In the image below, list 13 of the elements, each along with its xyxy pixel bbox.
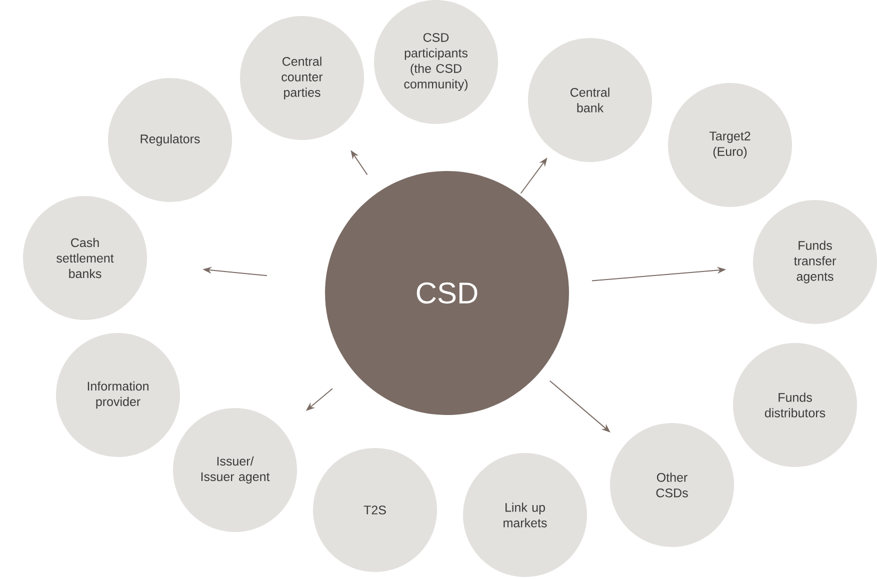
circle-node: Cash settlement banks: [23, 196, 147, 320]
circle-node: CSD participants (the CSD community): [374, 0, 498, 124]
circle-node: Regulators: [108, 78, 232, 202]
circle-node: Other CSDs: [610, 423, 734, 547]
circle-node: Target2 (Euro): [668, 83, 792, 207]
circle-node: Link up markets: [463, 453, 587, 577]
circle-node: Issuer/ Issuer agent: [173, 408, 297, 532]
circle-node: Funds transfer agents: [753, 200, 877, 324]
circle-node: Central counter parties: [240, 16, 364, 140]
circle-node: Information provider: [56, 333, 180, 457]
circle-node: T2S: [313, 448, 437, 572]
circle-node: Central bank: [528, 38, 652, 162]
circle-node: Funds distributors: [733, 343, 857, 467]
